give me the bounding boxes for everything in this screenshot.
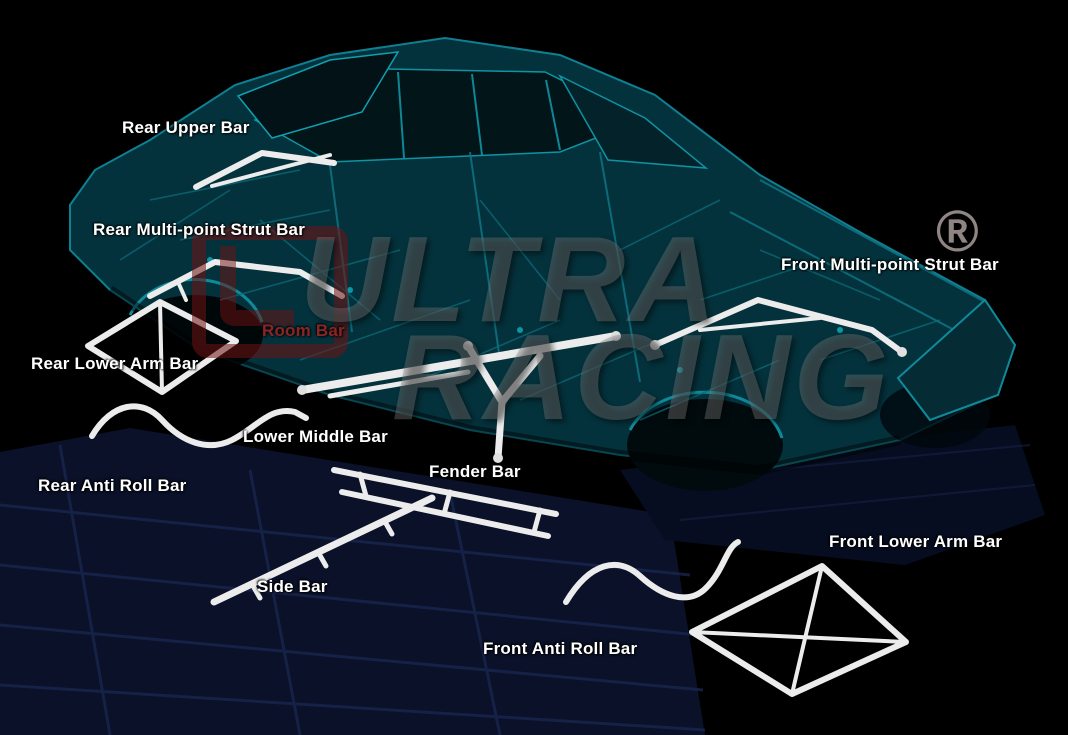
label-rear-anti-roll-bar: Rear Anti Roll Bar [38, 476, 187, 495]
label-front-lower-arm-bar: Front Lower Arm Bar [829, 532, 1003, 551]
platform-art [0, 425, 1045, 735]
rear-anti-roll-bar-part [89, 403, 309, 449]
strut-bars [85, 150, 909, 697]
label-side-bar: Side Bar [257, 577, 328, 596]
front-lower-arm-bar-part [689, 563, 909, 697]
rear-upper-bar-part [193, 150, 337, 190]
lower-middle-bar-part [331, 467, 559, 539]
registered-trademark-icon: ® [936, 199, 979, 264]
label-front-multi-point-strut-bar: Front Multi-point Strut Bar [781, 255, 999, 274]
rear-window [236, 51, 400, 139]
windshield [558, 74, 709, 169]
fender-bar-part [463, 341, 544, 463]
label-lower-middle-bar: Lower Middle Bar [243, 427, 388, 446]
front-multi-point-strut-bar-part [650, 297, 907, 357]
front-left-wheel-arch [627, 399, 783, 491]
room-bar-part [297, 331, 621, 399]
rear-multi-point-strut-bar-part [147, 259, 345, 302]
side-bar-part [210, 494, 436, 606]
weld-points [207, 257, 843, 373]
front-fascia [896, 298, 1017, 422]
label-front-anti-roll-bar: Front Anti Roll Bar [483, 639, 638, 658]
front-anti-roll-bar-part [563, 539, 741, 605]
label-rear-lower-arm-bar: Rear Lower Arm Bar [31, 354, 199, 373]
rear-lower-arm-bar-part [85, 299, 239, 395]
label-room-bar: Room Bar [262, 321, 345, 340]
label-fender-bar: Fender Bar [429, 462, 521, 481]
label-rear-multi-point-strut-bar: Rear Multi-point Strut Bar [93, 220, 306, 239]
label-rear-upper-bar: Rear Upper Bar [122, 118, 250, 137]
